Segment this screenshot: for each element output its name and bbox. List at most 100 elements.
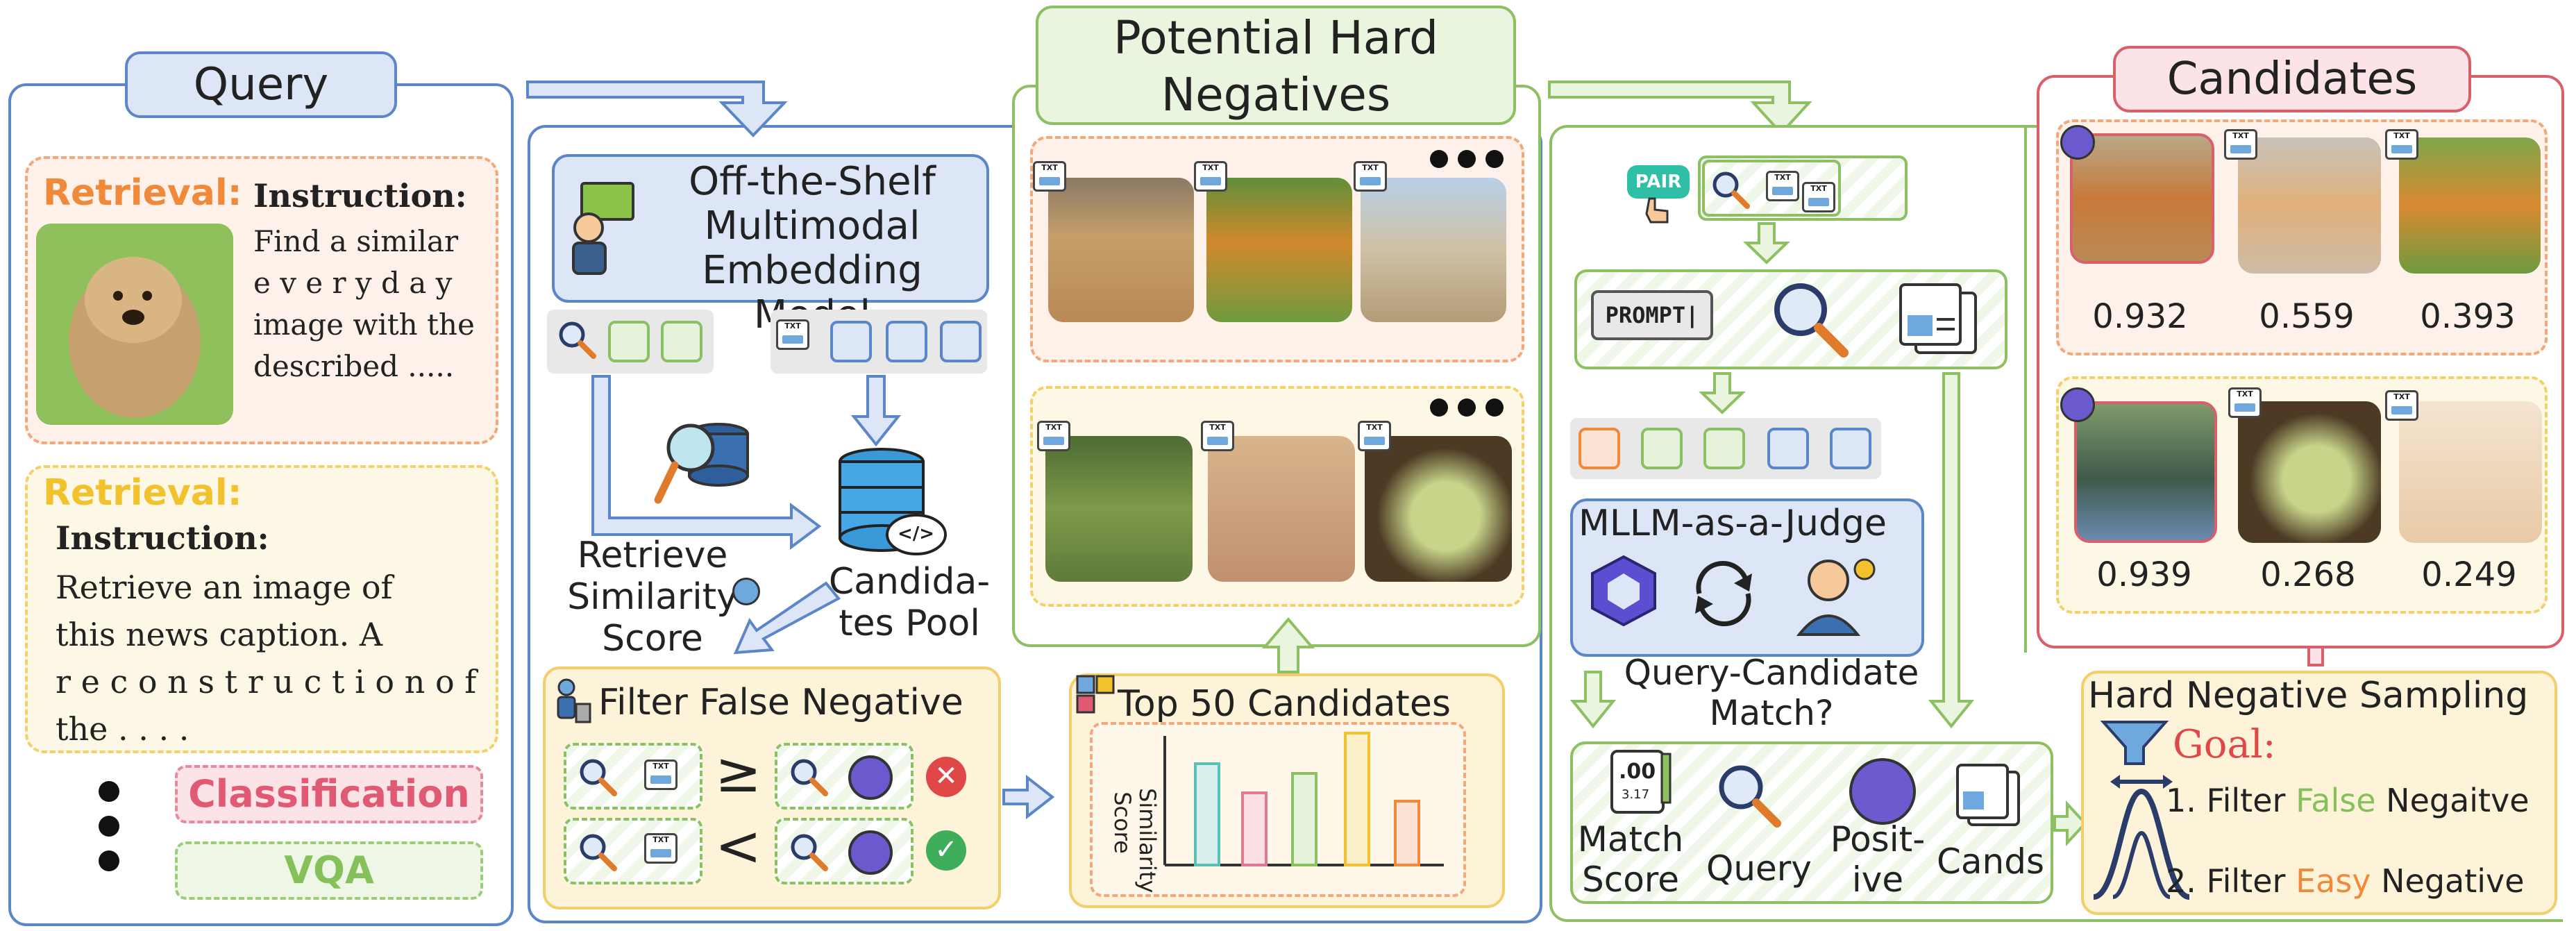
text-doc-icon: TXT bbox=[1033, 161, 1066, 192]
funnel-distribution-icon bbox=[2089, 715, 2194, 903]
query-header: Query bbox=[125, 51, 397, 118]
embedding-cell bbox=[886, 321, 927, 362]
reject-icon: ✕ bbox=[926, 757, 966, 797]
dino-model-photo bbox=[1045, 436, 1193, 582]
database-search-icon bbox=[653, 410, 757, 514]
hard-negatives-header: Potential Hard Negatives bbox=[1036, 6, 1516, 125]
embedding-cell bbox=[940, 321, 982, 362]
candidate-dino-water-photo bbox=[2074, 401, 2217, 543]
abc-icon bbox=[1076, 675, 1116, 721]
chart-bar bbox=[1291, 772, 1318, 866]
pair-strip-inner bbox=[1702, 160, 1841, 217]
text-doc-icon: TXT bbox=[1766, 171, 1799, 201]
text-doc-icon: TXT bbox=[1201, 421, 1234, 451]
instruction-line: e v e r y d a y bbox=[253, 266, 453, 300]
classification-tag: Classification bbox=[175, 765, 483, 823]
more-ellipsis bbox=[1430, 399, 1504, 419]
text-doc-icon: TXT bbox=[1802, 182, 1835, 212]
candidate-score: 0.268 bbox=[2260, 555, 2356, 594]
text-doc-icon: TXT bbox=[644, 760, 677, 790]
sampling-item-1-prefix: 1. Filter bbox=[2166, 782, 2296, 819]
candidate-score: 0.249 bbox=[2421, 555, 2517, 594]
instruction-text-2: Retrieve an image of this news caption. … bbox=[56, 564, 476, 753]
token-cell bbox=[1641, 428, 1683, 469]
hard-negative-sampling-box bbox=[2081, 671, 2557, 915]
token-cell bbox=[1579, 428, 1620, 469]
positive-line: Posit- bbox=[1830, 819, 1926, 859]
magnifier-icon bbox=[555, 318, 597, 360]
sampling-item-2-suffix: Negative bbox=[2371, 862, 2525, 900]
model-logo-icon bbox=[1585, 553, 1662, 629]
text-doc-icon: TXT bbox=[1358, 421, 1391, 451]
document-stack-icon bbox=[1953, 762, 2023, 829]
accept-icon: ✓ bbox=[926, 830, 966, 871]
instruction-line: Retrieve an image of bbox=[56, 569, 393, 606]
embedding-cell bbox=[830, 321, 872, 362]
text-doc-icon: TXT bbox=[1354, 161, 1387, 192]
match-score-label: Match Score bbox=[1572, 819, 1690, 900]
less-than-symbol: < bbox=[715, 814, 762, 878]
chart-bar bbox=[1194, 762, 1220, 866]
vqa-tag: VQA bbox=[175, 841, 483, 900]
retrieval-example-2 bbox=[25, 465, 498, 753]
instruction-line: the . . . . bbox=[56, 710, 190, 748]
filter-title: Filter False Negative bbox=[598, 682, 963, 723]
greater-equal-symbol: ≥ bbox=[715, 740, 762, 805]
magnifier-icon bbox=[787, 830, 829, 872]
magnifier-icon bbox=[1709, 168, 1751, 210]
vertical-ellipsis bbox=[99, 781, 119, 871]
magnifier-icon bbox=[1713, 760, 1783, 829]
positive-hand-icon bbox=[2060, 125, 2095, 160]
mllm-judge-title: MLLM-as-a-Judge bbox=[1579, 503, 1887, 544]
sampling-title: Hard Negative Sampling bbox=[2088, 675, 2529, 716]
globe-icon bbox=[732, 578, 760, 605]
text-doc-icon: TXT bbox=[1194, 161, 1227, 192]
instruction-line: Find a similar bbox=[253, 224, 459, 258]
candidate-score: 0.559 bbox=[2259, 297, 2355, 336]
candidate-chow-photo bbox=[2070, 133, 2214, 264]
retrieval-label-2: Retrieval: bbox=[43, 472, 242, 514]
embedding-cell bbox=[661, 321, 702, 362]
score-icon-sub: 3.17 bbox=[1622, 787, 1650, 802]
instruction-line: this news caption. A bbox=[56, 616, 383, 653]
match-question-line: Match? bbox=[1709, 693, 1834, 733]
candidate-cream-dog-photo bbox=[2238, 137, 2381, 274]
sampling-item-2: 2. Filter Easy Negative bbox=[2166, 862, 2525, 900]
match-score-line: Score bbox=[1581, 859, 1680, 900]
retrieve-line: Retrieve bbox=[577, 535, 728, 576]
judge-person-icon bbox=[1790, 548, 1880, 639]
sampling-item-1-highlight: False bbox=[2296, 782, 2376, 819]
agility-dog-photo bbox=[1361, 178, 1506, 322]
top50-bar-chart bbox=[1163, 732, 1444, 866]
refresh-cycle-icon bbox=[1685, 555, 1762, 632]
sampling-item-1: 1. Filter False Negaitve bbox=[2166, 782, 2529, 819]
cands-label: Cands bbox=[1937, 841, 2045, 882]
dino-drawing-photo bbox=[1208, 436, 1355, 582]
retrieve-similarity-label: Retrieve Similarity Score bbox=[548, 535, 757, 660]
embedding-cell bbox=[608, 321, 650, 362]
candidate-score: 0.393 bbox=[2420, 297, 2516, 336]
positive-hand-icon bbox=[1849, 758, 1916, 825]
chow-dog-photo bbox=[1048, 178, 1194, 322]
prompt-box: PROMPT| bbox=[1591, 290, 1713, 340]
candidates-header: Candidates bbox=[2113, 46, 2471, 112]
query-dog-image bbox=[36, 224, 233, 425]
pool-line: Candida- bbox=[828, 561, 991, 603]
match-question: Query-Candidate Match? bbox=[1605, 653, 1938, 733]
candidate-fossil-photo bbox=[2238, 401, 2381, 543]
sampling-item-2-highlight: Easy bbox=[2296, 862, 2371, 900]
candidate-orange-dog-photo bbox=[2399, 137, 2541, 274]
chart-bar bbox=[1394, 800, 1420, 866]
retrieval-label-1: Retrieval: bbox=[43, 172, 242, 214]
dino-fossil-photo bbox=[1365, 436, 1512, 582]
token-cell bbox=[1703, 428, 1745, 469]
top50-title: Top 50 Candidates bbox=[1118, 683, 1451, 725]
candidates-pool-label: Candida- tes Pool bbox=[826, 561, 993, 644]
candidate-score: 0.932 bbox=[2092, 297, 2188, 336]
text-doc-icon: TXT bbox=[2385, 129, 2418, 160]
